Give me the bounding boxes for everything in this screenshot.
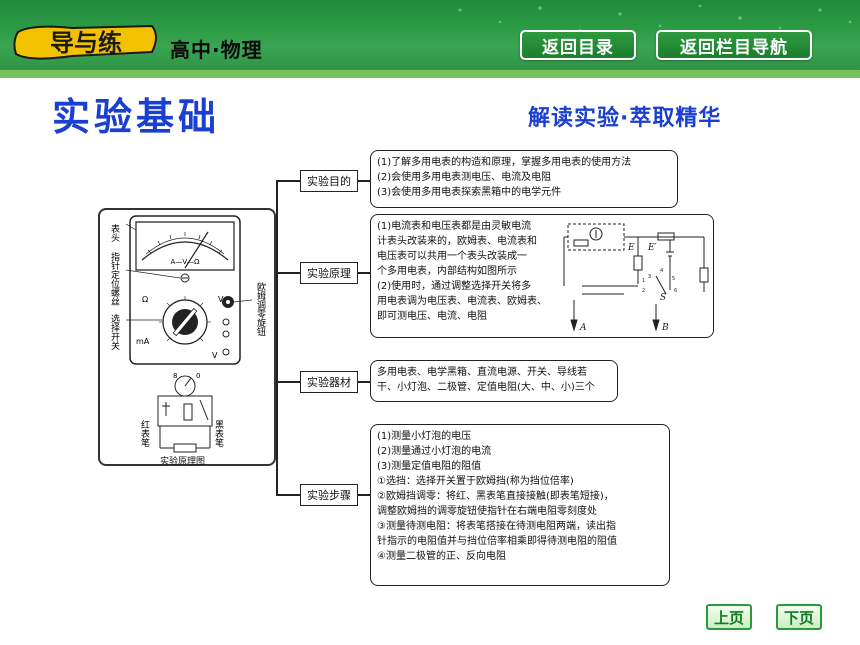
circuit-label-e: E <box>627 243 635 253</box>
label-black-probe: 黑表笔 <box>213 420 224 447</box>
row-label-purpose: 实验目的 <box>300 170 358 192</box>
dial-arc <box>141 241 229 261</box>
ohm-mark: Ω <box>142 295 148 304</box>
panel-caption: 实验原理图 <box>160 457 206 467</box>
connector-branch-2 <box>276 272 300 274</box>
circuit-label-s: S <box>660 293 666 303</box>
equipment-line: 多用电表、电学黑箱、直流电源、开关、导线若 <box>377 367 587 378</box>
row-content-purpose: (1)了解多用电表的构造和原理，掌握多用电表的使用方法 (2)会使用多用电表测电… <box>370 150 678 208</box>
steps-line: ①选挡：选择开关置于欧姆挡(称为挡位倍率) <box>377 476 574 487</box>
connector-branch-3 <box>276 381 300 383</box>
internal-circuit-diagram: E E′ S A B 1 2 3 4 5 6 <box>563 223 709 333</box>
steps-line: 调整欧姆挡的调零旋钮使指针在右端电阻零刻度处 <box>377 506 597 517</box>
mark-zero: 0 <box>196 372 200 380</box>
dial-ticks <box>147 232 223 254</box>
next-page-button[interactable]: 下页 <box>776 604 822 630</box>
section-title: 实验基础 <box>52 95 221 139</box>
connector-branch-1 <box>276 180 300 182</box>
principle-line: 个多用电表，内部结构如图所示 <box>377 266 517 277</box>
steps-line: ④测量二极管的正、反向电阻 <box>377 551 506 562</box>
row-label-steps: 实验步骤 <box>300 484 358 506</box>
principle-line: (1)电流表和电压表都是由灵敏电流 <box>377 221 532 232</box>
meter-labels-left: 表头 指针定位螺丝 选择开关 <box>109 223 120 351</box>
purpose-line: (1)了解多用电表的构造和原理，掌握多用电表的使用方法 <box>377 157 632 168</box>
mark-eight: 8 <box>173 372 177 380</box>
svg-text:1: 1 <box>642 278 645 284</box>
principle-line: 用电表调为电压表、电流表、欧姆表、 <box>377 296 547 307</box>
purpose-line: (2)会使用多用电表测电压、电流及电阻 <box>377 172 552 183</box>
label-selector: 选择开关 <box>109 313 120 351</box>
principle-line: 电压表可以共用一个表头改装成一 <box>377 251 527 262</box>
row-content-equipment: 多用电表、电学黑箱、直流电源、开关、导线若 干、小灯泡、二极管、定值电阻(大、中… <box>370 360 618 402</box>
equipment-line: 干、小灯泡、二极管、定值电阻(大、中、小)三个 <box>377 382 595 393</box>
circuit-label-e-prime: E′ <box>647 243 657 253</box>
svg-text:6: 6 <box>674 288 677 294</box>
row-content-principle: (1)电流表和电压表都是由灵敏电流 计表头改装来的，欧姆表、电流表和 电压表可以… <box>370 214 714 338</box>
label-red-probe: 红表笔 <box>139 419 150 447</box>
volt-mark-top: V <box>218 295 224 304</box>
meter-dial <box>135 221 235 271</box>
circuit-label-a: A <box>579 323 587 333</box>
brand-logo: 导与练 <box>13 24 157 60</box>
dial-pointer <box>184 231 209 269</box>
header-strip <box>0 70 860 78</box>
connector-trunk <box>276 180 278 496</box>
ma-mark: mA <box>136 337 150 346</box>
circuit-label-b: B <box>661 323 669 333</box>
back-to-column-nav-button[interactable]: 返回栏目导航 <box>656 30 812 60</box>
section-slogan: 解读实验·萃取精华 <box>528 106 722 131</box>
principle-line: 即可测电压、电流、电阻 <box>377 311 487 322</box>
connector-branch-4 <box>276 494 300 496</box>
dial-scale-text: A—V—Ω <box>171 258 201 266</box>
principle-line: (2)使用时，通过调整选择开关将多 <box>377 281 532 292</box>
steps-line: (2)测量通过小灯泡的电流 <box>377 446 492 457</box>
label-pointer-screw: 指针定位螺丝 <box>109 251 120 306</box>
svg-text:2: 2 <box>642 288 645 294</box>
meter-schematic <box>157 375 213 453</box>
row-label-equipment: 实验器材 <box>300 371 358 393</box>
steps-line: (1)测量小灯泡的电压 <box>377 431 472 442</box>
prev-page-button[interactable]: 上页 <box>706 604 752 630</box>
steps-line: ③测量待测电阻：将表笔搭接在待测电阻两端，读出指 <box>377 521 616 532</box>
row-content-steps: (1)测量小灯泡的电压 (2)测量通过小灯泡的电流 (3)测量定值电阻的阻值 ①… <box>370 424 670 586</box>
row-label-principle: 实验原理 <box>300 262 358 284</box>
steps-line: ②欧姆挡调零：将红、黑表笔直接接触(即表笔短接)， <box>377 491 614 502</box>
svg-text:3: 3 <box>648 274 651 280</box>
steps-line: (3)测量定值电阻的阻值 <box>377 461 482 472</box>
steps-line: 针指示的电阻值并与挡位倍率相乘即得待测电阻的阻值 <box>377 536 617 547</box>
svg-text:5: 5 <box>672 276 675 282</box>
purpose-line: (3)会使用多用电表探索黑箱中的电学元件 <box>377 187 562 198</box>
label-dial: 表头 <box>109 223 120 243</box>
label-zero-knob: 欧姆调零旋钮 <box>255 281 266 336</box>
multimeter-diagram: A—V—Ω Ω V mA V 表头 指针定位螺丝 选择开关 <box>109 215 266 453</box>
principle-line: 计表头改装来的，欧姆表、电流表和 <box>377 236 537 247</box>
logo-text: 导与练 <box>50 29 122 57</box>
back-to-contents-button[interactable]: 返回目录 <box>520 30 636 60</box>
volt-mark-bottom: V <box>212 351 218 360</box>
multimeter-diagram-panel: A—V—Ω Ω V mA V 表头 指针定位螺丝 选择开关 <box>98 208 276 466</box>
subject-title: 高中·物理 <box>170 38 263 62</box>
svg-text:4: 4 <box>660 268 663 274</box>
